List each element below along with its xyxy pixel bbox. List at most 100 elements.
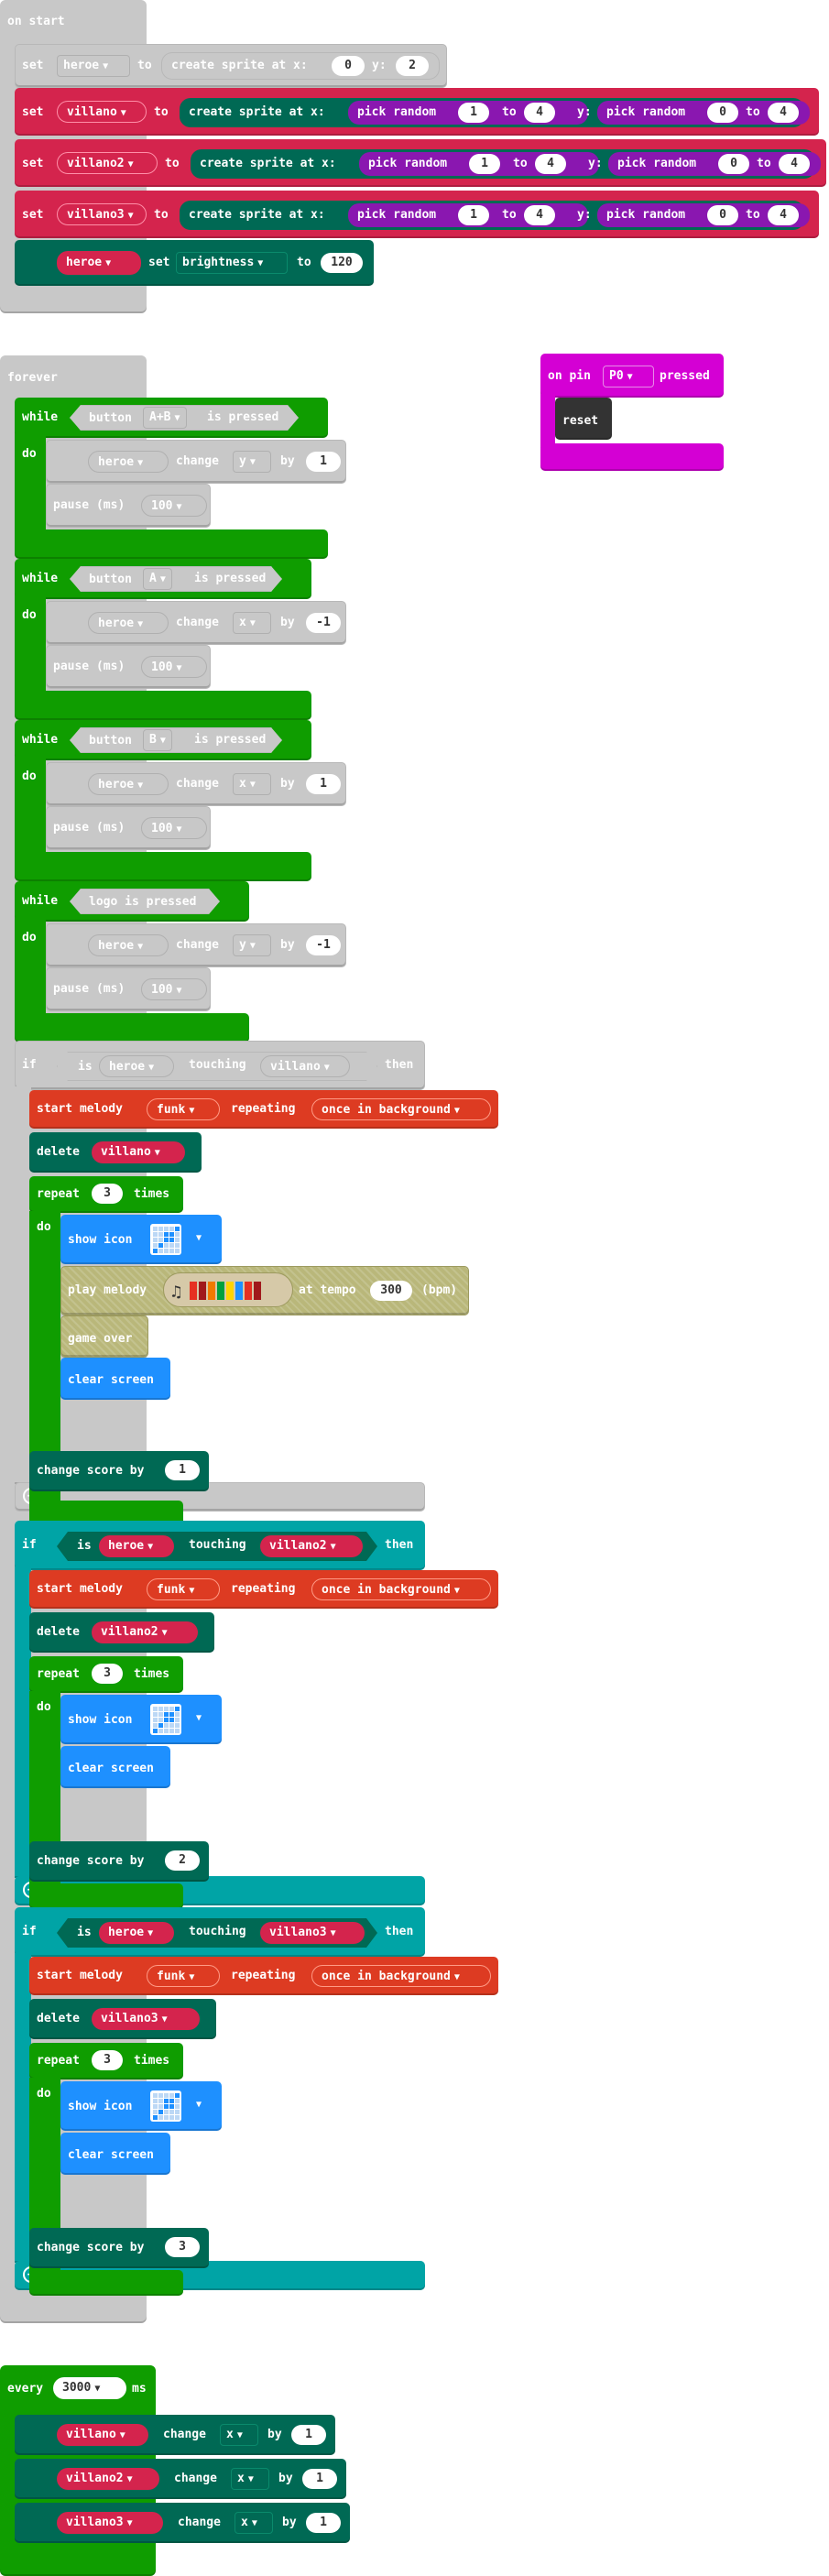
repeat-count-input[interactable]: 3 xyxy=(92,1184,123,1204)
change-keyword: change xyxy=(176,616,219,629)
game-over-block[interactable] xyxy=(60,1315,148,1358)
icon-picker[interactable]: ▼ xyxy=(150,1224,209,1257)
villain-variable-dropdown[interactable]: villano▼ xyxy=(57,101,147,123)
touching-sprite-dropdown[interactable]: heroe▼ xyxy=(99,1055,174,1077)
logo-pressed-condition[interactable]: logo is pressed xyxy=(70,889,220,914)
axis-dropdown[interactable]: x▼ xyxy=(235,2512,273,2534)
show-icon-block[interactable] xyxy=(60,1215,222,1264)
on-pin-pressed-block[interactable] xyxy=(540,354,724,398)
heroe-variable-dropdown[interactable]: heroe▼ xyxy=(57,55,130,77)
hero-x-input[interactable]: 0 xyxy=(332,56,365,76)
hero-y-input[interactable]: 2 xyxy=(396,56,429,76)
delta-input[interactable]: 1 xyxy=(291,2425,326,2445)
random-x-low-input[interactable]: 1 xyxy=(458,205,489,225)
sprite-dropdown[interactable]: heroe▼ xyxy=(88,934,169,956)
icon-picker[interactable]: ▼ xyxy=(150,2090,209,2123)
touching-condition[interactable]: is xyxy=(57,1052,377,1081)
melody-dropdown[interactable]: funk▼ xyxy=(147,1965,220,1987)
touching-sprite-dropdown[interactable]: heroe▼ xyxy=(99,1535,174,1557)
score-input[interactable]: 2 xyxy=(165,1850,200,1871)
tempo-input[interactable]: 300 xyxy=(370,1281,412,1301)
clear-screen-block[interactable] xyxy=(60,1746,170,1788)
delta-input[interactable]: 1 xyxy=(306,2513,341,2533)
delta-input[interactable]: 1 xyxy=(306,452,341,472)
sprite-dropdown[interactable]: heroe▼ xyxy=(88,773,169,795)
pause-block[interactable] xyxy=(46,484,211,528)
button-pressed-condition[interactable]: button xyxy=(70,727,282,753)
villain-dropdown[interactable]: villano3▼ xyxy=(57,2512,163,2534)
pause-dropdown[interactable]: 100▼ xyxy=(141,495,207,517)
icon-picker[interactable]: ▼ xyxy=(150,1704,209,1737)
random-y-low-input[interactable]: 0 xyxy=(718,154,749,174)
clear-screen-block[interactable] xyxy=(60,2133,170,2175)
random-x-low-input[interactable]: 1 xyxy=(458,103,489,123)
villain-dropdown[interactable]: villano2▼ xyxy=(57,2468,159,2490)
melody-dropdown[interactable]: funk▼ xyxy=(147,1578,220,1600)
show-icon-block[interactable] xyxy=(60,2081,222,2131)
interval-dropdown[interactable]: 3000▼ xyxy=(53,2377,126,2399)
pause-dropdown[interactable]: 100▼ xyxy=(141,978,207,1000)
axis-dropdown[interactable]: x▼ xyxy=(220,2424,258,2446)
button-dropdown[interactable]: A▼ xyxy=(143,568,172,590)
touching-target-dropdown[interactable]: villano▼ xyxy=(260,1055,350,1077)
random-y-high-input[interactable]: 4 xyxy=(779,154,810,174)
villain-dropdown[interactable]: villano▼ xyxy=(57,2424,148,2446)
repeat-count-input[interactable]: 3 xyxy=(92,2050,123,2070)
delete-target-dropdown[interactable]: villano2▼ xyxy=(92,1621,198,1643)
random-y-low-input[interactable]: 0 xyxy=(707,103,738,123)
random-x-low-input[interactable]: 1 xyxy=(469,154,500,174)
touching-sprite-dropdown[interactable]: heroe▼ xyxy=(99,1922,174,1944)
score-input[interactable]: 3 xyxy=(165,2237,200,2257)
axis-dropdown[interactable]: y▼ xyxy=(233,451,271,473)
button-dropdown[interactable]: B▼ xyxy=(143,729,172,751)
while-loop-footer xyxy=(15,529,328,559)
axis-dropdown[interactable]: x▼ xyxy=(231,2468,269,2490)
brightness-property-dropdown[interactable]: brightness▼ xyxy=(176,252,288,274)
pause-block[interactable] xyxy=(46,645,211,689)
repeat-mode-dropdown[interactable]: once in background▼ xyxy=(311,1965,491,1987)
delta-input[interactable]: -1 xyxy=(306,935,341,955)
repeat-count-input[interactable]: 3 xyxy=(92,1664,123,1684)
random-x-high-input[interactable]: 4 xyxy=(524,205,555,225)
pause-block[interactable] xyxy=(46,967,211,1011)
sprite-dropdown[interactable]: heroe▼ xyxy=(88,612,169,634)
axis-dropdown[interactable]: x▼ xyxy=(233,612,271,634)
random-y-high-input[interactable]: 4 xyxy=(768,205,799,225)
clear-screen-block[interactable] xyxy=(60,1358,170,1400)
random-x-high-input[interactable]: 4 xyxy=(535,154,566,174)
villain-variable-label: villano3 xyxy=(67,208,125,222)
villain-variable-dropdown[interactable]: villano3▼ xyxy=(57,203,147,225)
button-pressed-condition[interactable]: button xyxy=(70,566,282,592)
delete-target-dropdown[interactable]: villano▼ xyxy=(92,1141,185,1163)
pause-block[interactable] xyxy=(46,806,211,850)
repeat-mode-dropdown[interactable]: once in background▼ xyxy=(311,1098,491,1120)
pin-dropdown[interactable]: P0▼ xyxy=(603,366,654,387)
delta-input[interactable]: 1 xyxy=(302,2469,337,2489)
axis-dropdown[interactable]: y▼ xyxy=(233,934,271,956)
delete-target-dropdown[interactable]: villano3▼ xyxy=(92,2008,200,2030)
random-y-high-input[interactable]: 4 xyxy=(768,103,799,123)
sprite-dropdown[interactable]: heroe▼ xyxy=(88,451,169,473)
melody-bars-icon[interactable]: ♫ xyxy=(163,1272,293,1307)
delta-input[interactable]: -1 xyxy=(306,613,341,633)
melody-dropdown[interactable]: funk▼ xyxy=(147,1098,220,1120)
random-x-high-input[interactable]: 4 xyxy=(524,103,555,123)
repeat-mode-dropdown[interactable]: once in background▼ xyxy=(311,1578,491,1600)
touching-target-dropdown[interactable]: villano2▼ xyxy=(260,1535,363,1557)
create-sprite-reporter[interactable]: create sprite at x: xyxy=(161,52,440,80)
axis-dropdown[interactable]: x▼ xyxy=(233,773,271,795)
score-input[interactable]: 1 xyxy=(165,1460,200,1480)
do-keyword: do xyxy=(22,931,37,944)
button-dropdown[interactable]: A+B▼ xyxy=(143,407,187,429)
touching-target-dropdown[interactable]: villano3▼ xyxy=(260,1922,365,1944)
show-icon-block[interactable] xyxy=(60,1695,222,1744)
pause-dropdown[interactable]: 100▼ xyxy=(141,656,207,678)
villain-variable-dropdown[interactable]: villano2▼ xyxy=(57,152,158,174)
repeat-footer xyxy=(29,1883,183,1909)
delta-input[interactable]: 1 xyxy=(306,774,341,794)
reset-block[interactable] xyxy=(555,398,612,440)
random-y-low-input[interactable]: 0 xyxy=(707,205,738,225)
pause-dropdown[interactable]: 100▼ xyxy=(141,817,207,839)
brightness-sprite-dropdown[interactable]: heroe▼ xyxy=(57,251,141,275)
brightness-input[interactable]: 120 xyxy=(321,253,363,273)
